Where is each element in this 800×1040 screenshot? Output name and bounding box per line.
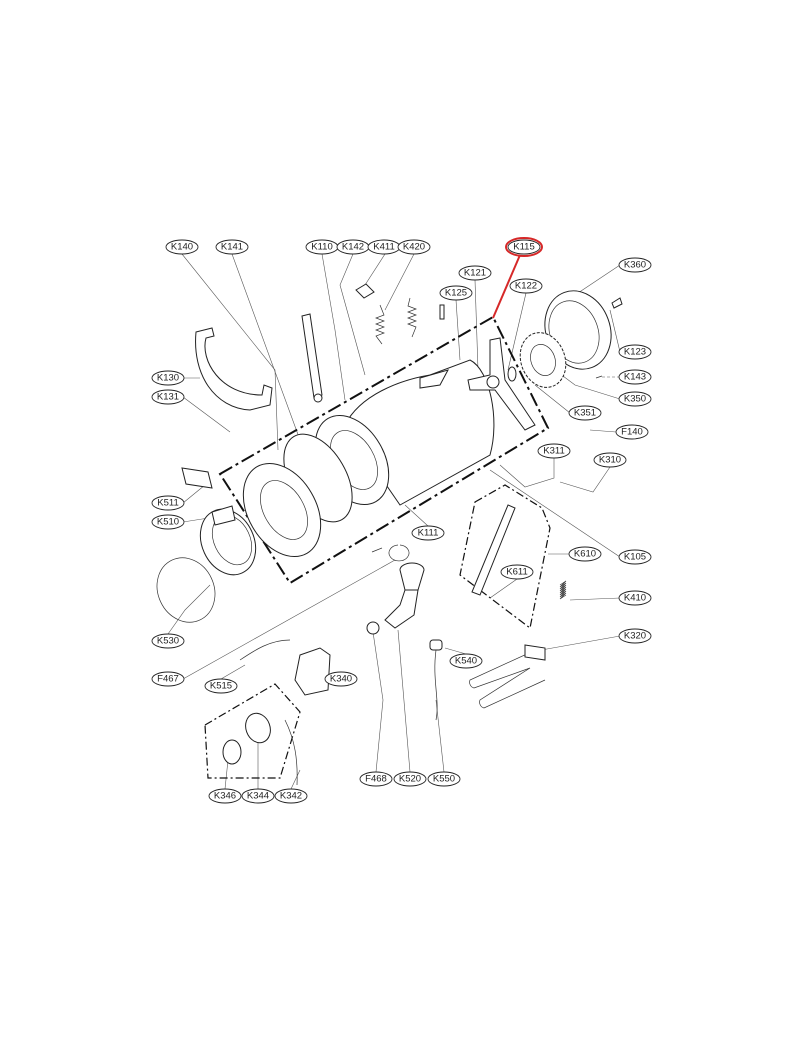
part-labels: K140 K141 K110 K142 K411 K420 K115 K121 …	[151, 237, 652, 804]
label-K105[interactable]: K105	[618, 549, 652, 565]
label-K550[interactable]: K550	[427, 771, 461, 787]
label-K121[interactable]: K121	[458, 265, 492, 281]
svg-text:K515: K515	[210, 681, 232, 692]
label-K411[interactable]: K411	[367, 239, 401, 255]
svg-text:K141: K141	[221, 242, 243, 253]
label-K511[interactable]: K511	[151, 495, 185, 511]
label-K110[interactable]: K110	[305, 239, 339, 255]
label-K530[interactable]: K530	[151, 633, 185, 649]
label-K130[interactable]: K130	[151, 370, 185, 386]
label-K344[interactable]: K344	[241, 788, 275, 804]
drum-illustration	[242, 337, 536, 558]
label-F468[interactable]: F468	[359, 771, 393, 787]
label-K143[interactable]: K143	[618, 369, 652, 385]
svg-text:K111: K111	[418, 528, 439, 539]
svg-text:K130: K130	[157, 373, 179, 384]
svg-text:F468: F468	[365, 774, 387, 785]
label-K515[interactable]: K515	[204, 678, 238, 694]
label-K340[interactable]: K340	[324, 671, 358, 687]
svg-text:K310: K310	[599, 455, 621, 466]
label-K122[interactable]: K122	[509, 278, 543, 294]
svg-text:K320: K320	[624, 631, 646, 642]
svg-text:K131: K131	[157, 392, 179, 403]
svg-text:K611: K611	[506, 567, 527, 578]
suspension-parts	[301, 283, 567, 630]
label-K310[interactable]: K310	[593, 452, 627, 468]
svg-text:K110: K110	[311, 242, 332, 253]
svg-text:K143: K143	[624, 372, 646, 383]
svg-text:K342: K342	[280, 791, 302, 802]
svg-text:K123: K123	[624, 347, 646, 358]
svg-text:K360: K360	[624, 260, 646, 271]
label-K125[interactable]: K125	[439, 285, 473, 301]
front-parts	[156, 327, 410, 623]
svg-text:K121: K121	[464, 268, 486, 279]
label-K141[interactable]: K141	[215, 239, 249, 255]
label-K311[interactable]: K311	[537, 443, 571, 459]
svg-text:K346: K346	[214, 791, 236, 802]
svg-text:K344: K344	[247, 791, 269, 802]
label-K360[interactable]: K360	[618, 257, 652, 273]
label-F467[interactable]: F467	[151, 671, 185, 687]
label-K142[interactable]: K142	[336, 239, 370, 255]
svg-text:K340: K340	[330, 674, 352, 685]
label-K115-highlighted[interactable]: K115	[505, 237, 543, 257]
highlight-leader	[492, 254, 521, 319]
svg-text:F467: F467	[157, 674, 179, 685]
lower-parts	[204, 562, 546, 786]
svg-text:F140: F140	[621, 427, 643, 438]
label-K410[interactable]: K410	[618, 590, 652, 606]
svg-text:K550: K550	[433, 774, 455, 785]
svg-text:K105: K105	[624, 552, 646, 563]
label-K342[interactable]: K342	[274, 788, 308, 804]
svg-text:K122: K122	[515, 281, 537, 292]
label-F140[interactable]: F140	[615, 424, 649, 440]
svg-text:K520: K520	[399, 774, 421, 785]
svg-text:K140: K140	[171, 242, 193, 253]
svg-text:K530: K530	[157, 636, 179, 647]
drum-assembly-boundary	[218, 315, 550, 585]
label-K420[interactable]: K420	[397, 239, 431, 255]
label-K131[interactable]: K131	[151, 389, 185, 405]
label-K351[interactable]: K351	[568, 405, 602, 421]
svg-text:K125: K125	[445, 288, 467, 299]
svg-text:K511: K511	[157, 498, 178, 509]
svg-text:K351: K351	[574, 408, 596, 419]
svg-text:K311: K311	[543, 446, 564, 457]
svg-text:K142: K142	[342, 242, 364, 253]
label-K540[interactable]: K540	[449, 653, 483, 669]
label-K510[interactable]: K510	[151, 514, 185, 530]
label-K123[interactable]: K123	[618, 344, 652, 360]
label-K611[interactable]: K611	[500, 564, 534, 580]
svg-text:K411: K411	[373, 242, 394, 253]
label-K320[interactable]: K320	[618, 628, 652, 644]
svg-text:K540: K540	[455, 656, 477, 667]
svg-text:K610: K610	[574, 549, 596, 560]
svg-text:K410: K410	[624, 593, 646, 604]
motor-illustration	[519, 290, 623, 388]
label-K350[interactable]: K350	[618, 391, 652, 407]
svg-text:K115: K115	[513, 242, 534, 253]
label-K346[interactable]: K346	[208, 788, 242, 804]
label-K520[interactable]: K520	[393, 771, 427, 787]
svg-text:K350: K350	[624, 394, 646, 405]
label-K610[interactable]: K610	[568, 546, 602, 562]
label-K140[interactable]: K140	[165, 239, 199, 255]
svg-text:K420: K420	[403, 242, 425, 253]
svg-text:K510: K510	[157, 517, 179, 528]
label-K111[interactable]: K111	[411, 525, 445, 541]
